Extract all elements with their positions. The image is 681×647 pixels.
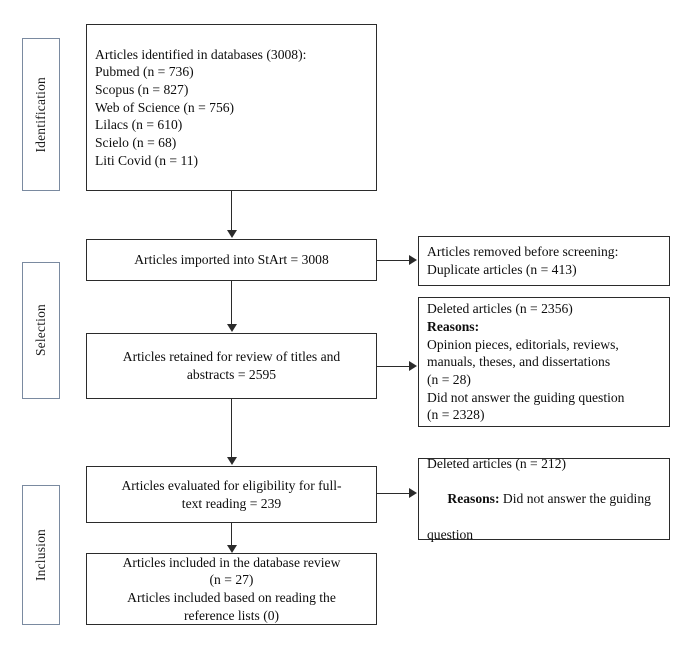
side-line: Did not answer the guiding question: [427, 389, 625, 405]
flow-line: Scielo (n = 68): [95, 135, 177, 150]
connector-imported-to-side1: [377, 259, 410, 261]
flow-line: Pubmed (n = 736): [95, 64, 194, 80]
arrow-imported-to-side1: [409, 255, 417, 266]
stage-box-selection: Selection: [22, 262, 60, 399]
flow-line: Articles included in the database review: [122, 554, 341, 570]
side-line: Deleted articles (n = 212): [427, 455, 567, 471]
flow-box-included: Articles included in the database review…: [86, 553, 377, 625]
flow-line: Scopus (n = 827): [95, 81, 189, 97]
flow-line: Articles identified in databases (3008):: [95, 46, 307, 62]
stage-label-inclusion: Inclusion: [33, 528, 48, 582]
flow-line: reference lists (0): [183, 607, 280, 623]
side-line: (n = 2328): [427, 407, 485, 423]
arrow-evaluated-to-side3: [409, 488, 417, 499]
flow-box-evaluated: Articles evaluated for eligibility for f…: [86, 466, 377, 523]
connector-retained-to-evaluated: [231, 399, 233, 458]
side-line: Opinion pieces, editorials, reviews,: [427, 336, 619, 352]
stage-label-identification: Identification: [33, 76, 48, 153]
flow-line: Liti Covid (n = 11): [95, 152, 199, 168]
flow-line: Web of Science (n = 756): [95, 99, 235, 115]
reasons-label: Reasons:: [447, 491, 500, 507]
flow-box-retained: Articles retained for review of titles a…: [86, 333, 377, 399]
stage-box-identification: Identification: [22, 38, 60, 191]
flow-line: text reading = 239: [181, 495, 282, 511]
flow-line: Lilacs (n = 610): [95, 117, 183, 133]
side-box-removed-before-screening: Articles removed before screening: Dupli…: [418, 236, 670, 286]
reasons-rest: Did not answer the guiding: [499, 491, 651, 507]
arrow-evaluated-to-included: [226, 545, 237, 553]
side-line: Duplicate articles (n = 413): [427, 262, 577, 277]
flow-line: (n = 27): [209, 572, 254, 588]
stage-label-selection: Selection: [33, 304, 48, 357]
connector-imported-to-retained: [231, 281, 233, 325]
arrow-retained-to-side2: [409, 361, 417, 372]
side-box-deleted-fulltext: Deleted articles (n = 212) Reasons: Did …: [418, 455, 670, 542]
arrow-imported-to-retained: [226, 324, 237, 332]
side-line: Articles removed before screening:: [427, 244, 619, 260]
side-line: Deleted articles (n = 2356): [427, 301, 573, 317]
connector-evaluated-to-included: [231, 523, 233, 546]
flow-line: Articles included based on reading the: [127, 590, 336, 605]
side-line-reasons-heading: Reasons:: [427, 318, 480, 334]
arrow-retained-to-evaluated: [226, 457, 237, 465]
connector-evaluated-to-side3: [377, 492, 410, 494]
flow-box-identified: Articles identified in databases (3008):…: [86, 24, 377, 191]
side-box-deleted-screening: Deleted articles (n = 2356) Reasons: Opi…: [418, 297, 670, 427]
arrow-identified-to-imported: [226, 230, 237, 238]
side-line-reasons: Reasons: Did not answer the guiding: [427, 473, 661, 526]
connector-identified-to-imported: [231, 191, 233, 231]
side-line: manuals, theses, and dissertations: [427, 354, 611, 370]
side-line: question: [427, 526, 474, 542]
connector-retained-to-side2: [377, 365, 410, 367]
flow-line: Articles retained for review of titles a…: [122, 349, 341, 365]
flow-box-imported: Articles imported into StArt = 3008: [86, 239, 377, 281]
side-line: (n = 28): [427, 371, 471, 387]
stage-box-inclusion: Inclusion: [22, 485, 60, 625]
flow-line: Articles evaluated for eligibility for f…: [121, 477, 342, 493]
flow-line: Articles imported into StArt = 3008: [134, 252, 329, 268]
flow-line: abstracts = 2595: [186, 367, 277, 382]
